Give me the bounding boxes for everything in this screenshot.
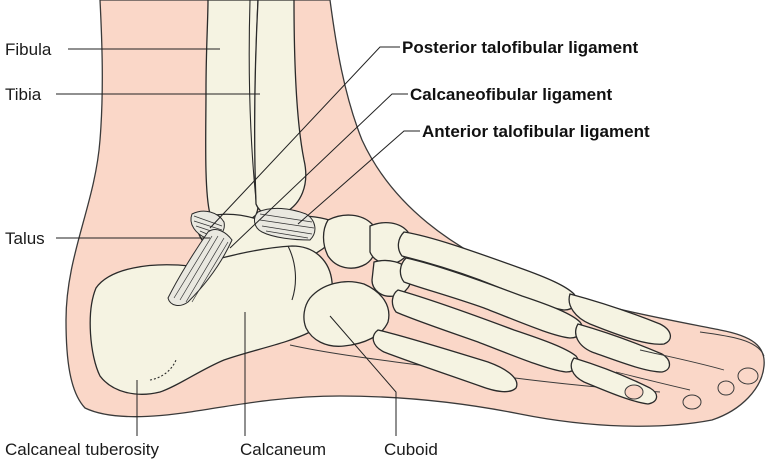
label-fibula: Fibula	[5, 40, 52, 59]
label-calcaneum: Calcaneum	[240, 440, 326, 459]
label-calcaneofibular-ligament: Calcaneofibular ligament	[410, 85, 612, 104]
label-tibia: Tibia	[5, 85, 42, 104]
label-cuboid: Cuboid	[384, 440, 438, 459]
label-talus: Talus	[5, 229, 45, 248]
toenail-1	[738, 368, 758, 384]
label-calcaneal-tuberosity: Calcaneal tuberosity	[5, 440, 160, 459]
fibula-bone	[206, 0, 259, 223]
navicular-bone	[324, 215, 377, 268]
toenail-2	[718, 381, 734, 395]
toenail-3	[683, 395, 701, 409]
label-posterior-talofibular-ligament: Posterior talofibular ligament	[402, 38, 638, 57]
label-anterior-talofibular-ligament: Anterior talofibular ligament	[422, 122, 650, 141]
toenail-4	[625, 385, 643, 399]
